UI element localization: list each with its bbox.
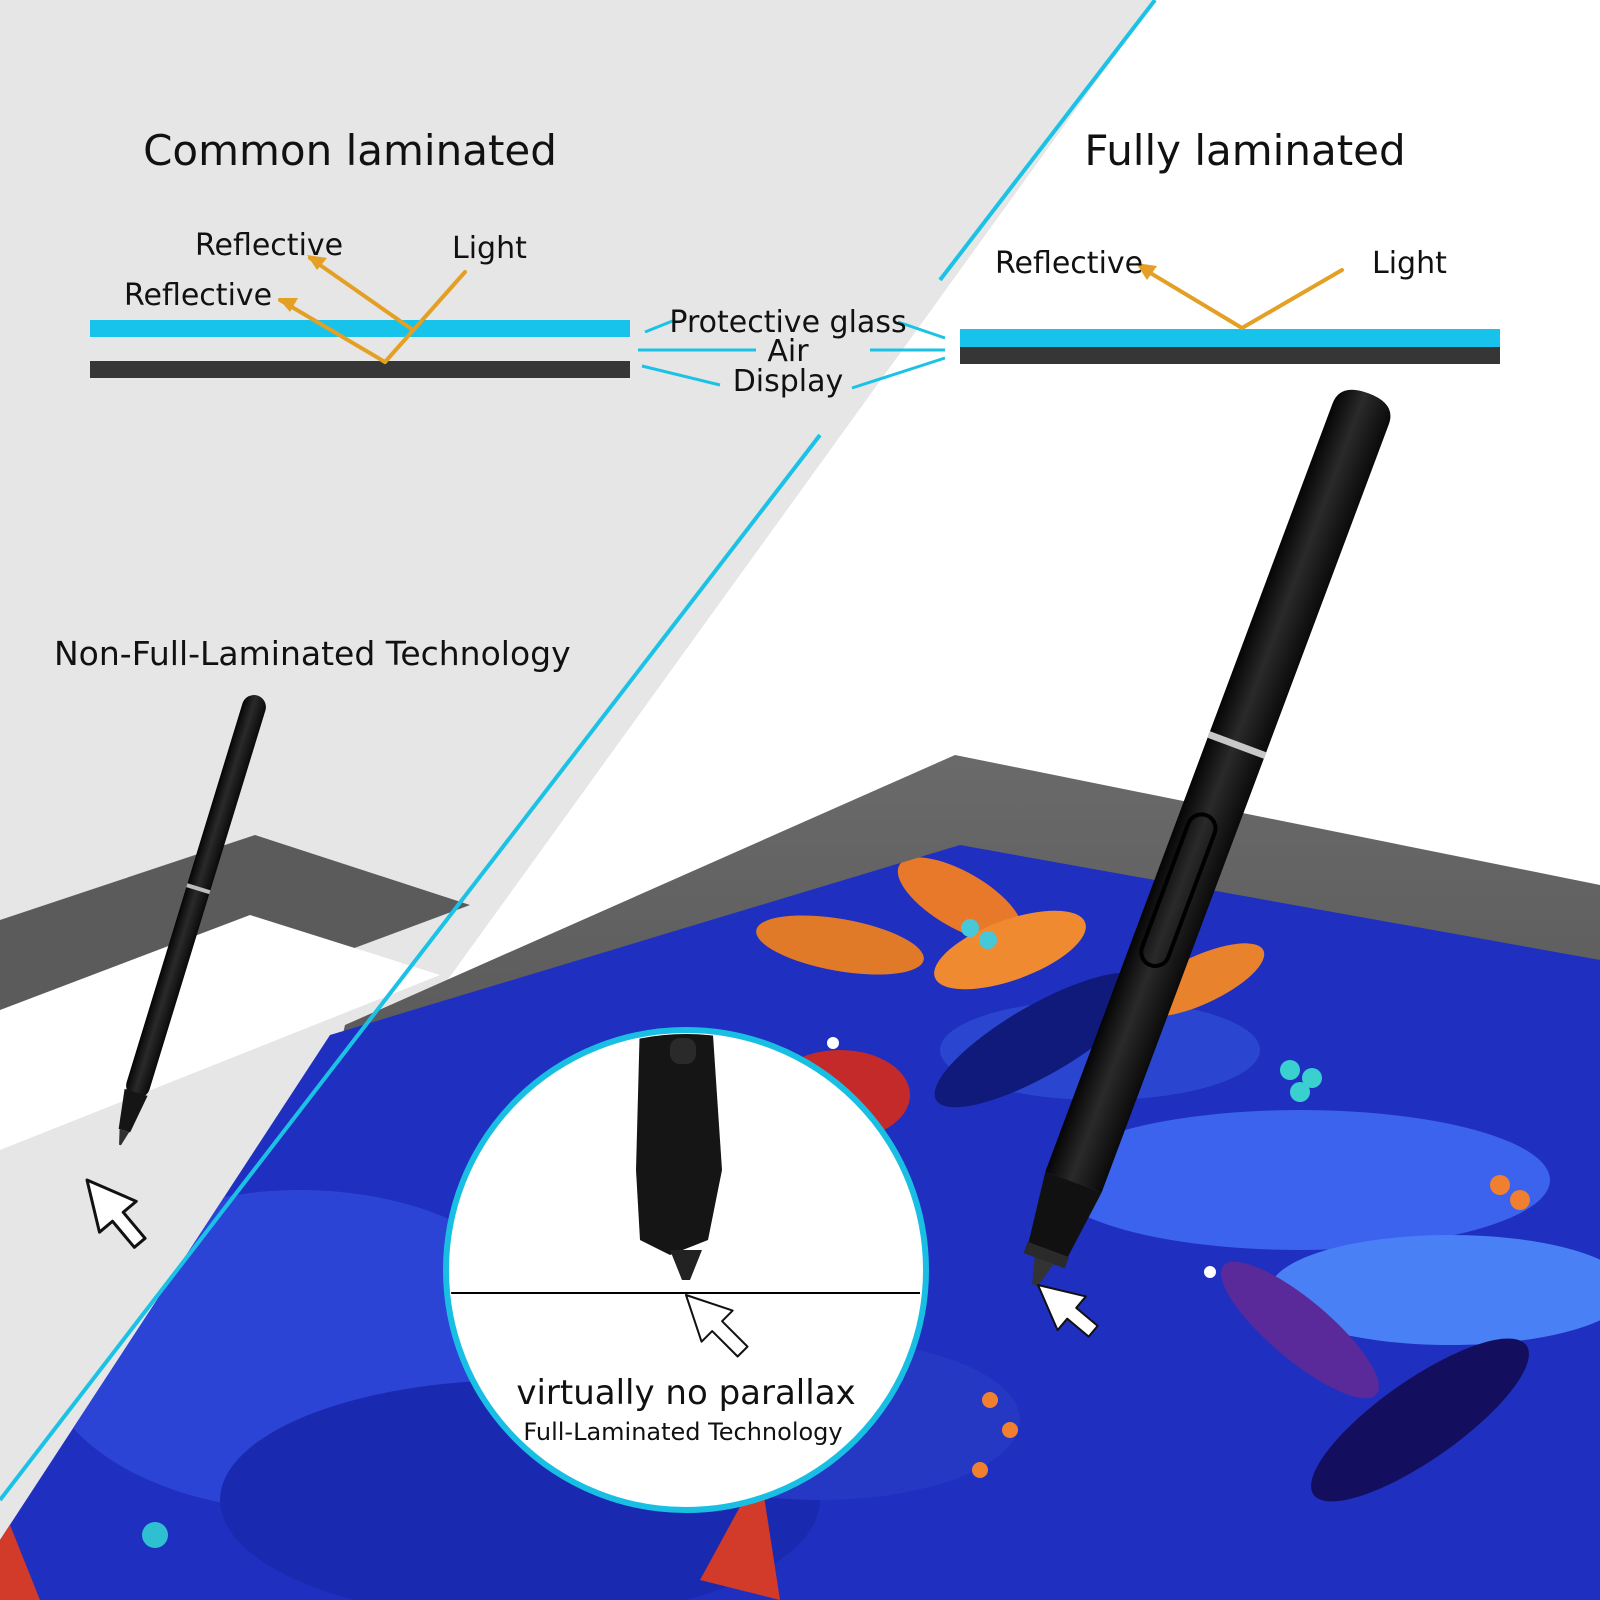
left-tablet-screen (0, 915, 440, 1150)
air-label: Air (767, 334, 809, 369)
magnifier-inset (443, 1027, 929, 1513)
inset-subline: Full-Laminated Technology (523, 1418, 842, 1446)
arrow-cursor-icon (85, 1178, 147, 1249)
left-glass-layer (90, 320, 630, 337)
protective-glass-label: Protective glass (669, 305, 906, 340)
right-title: Fully laminated (1084, 126, 1405, 175)
non-full-laminated-caption: Non-Full-Laminated Technology (54, 634, 571, 673)
right-reflective-label: Reflective (995, 246, 1143, 281)
panel-divider (938, 0, 1157, 282)
ray-arrowhead-icon (1136, 263, 1157, 280)
ray-arrowhead-icon (307, 255, 327, 270)
left-reflective-upper: Reflective (195, 228, 343, 263)
right-light-rays (1140, 266, 1344, 330)
display-label: Display (733, 364, 844, 399)
left-display-layer (90, 361, 630, 378)
right-glass-layer (960, 329, 1500, 347)
left-title: Common laminated (143, 126, 557, 175)
panel-divider-lower (0, 433, 822, 1502)
layer-leader-lines (638, 318, 946, 390)
arrow-cursor-icon (685, 1294, 749, 1358)
arrow-cursor-icon (1037, 1284, 1099, 1338)
left-light-rays (278, 256, 467, 364)
inset-headline: virtually no parallax (516, 1373, 855, 1413)
stylus-pen-icon (1023, 389, 1391, 1287)
ray-arrowhead-icon (278, 298, 298, 312)
left-reflective-lower: Reflective (124, 278, 272, 313)
stylus-pen-icon (118, 695, 266, 1146)
right-light-label: Light (1372, 246, 1447, 281)
left-light-label: Light (452, 231, 527, 266)
right-display-layer (960, 347, 1500, 364)
